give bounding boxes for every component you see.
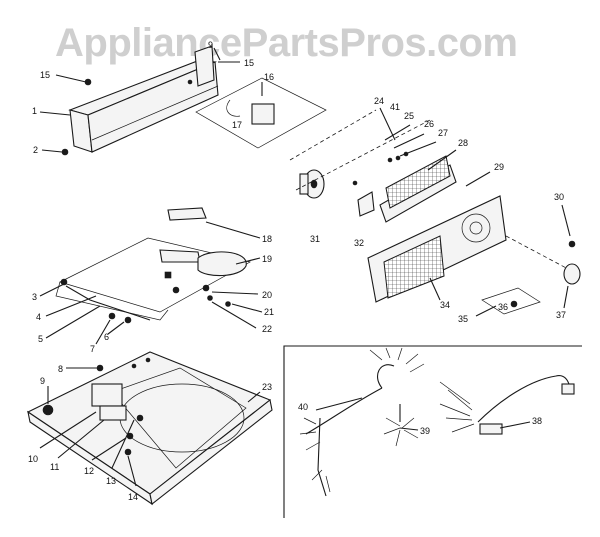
callout-2: 2: [33, 145, 38, 155]
callout-14: 14: [128, 492, 138, 502]
callout-7: 7: [90, 344, 95, 354]
callout-39: 39: [420, 426, 430, 436]
callout-23: 23: [262, 382, 272, 392]
callout-9a: 9: [208, 40, 213, 50]
callout-19: 19: [262, 254, 272, 264]
callout-18: 18: [262, 234, 272, 244]
callout-15a: 15: [40, 70, 50, 80]
callout-32: 32: [354, 238, 364, 248]
callout-6: 6: [104, 332, 109, 342]
watermark-text: AppliancePartsPros.com: [55, 21, 518, 65]
callout-38: 38: [532, 416, 542, 426]
callout-3: 3: [32, 292, 37, 302]
top-cover-and-lid: [39, 207, 263, 345]
callout-28: 28: [458, 138, 468, 148]
wiring-harness-box: [283, 345, 582, 518]
callout-31: 31: [310, 234, 320, 244]
callout-10: 10: [28, 454, 38, 464]
callout-11: 11: [50, 462, 59, 472]
callout-36: 36: [498, 302, 508, 312]
callout-37: 37: [556, 310, 566, 320]
control-panel-cluster: [289, 107, 491, 223]
back-panel: [367, 195, 571, 303]
tub-top: [26, 351, 273, 506]
callout-8: 8: [58, 364, 63, 374]
callout-17: 17: [232, 120, 242, 130]
callout-4: 4: [36, 312, 41, 322]
callout-20: 20: [262, 290, 272, 300]
callout-41: 41: [390, 102, 400, 112]
callout-26: 26: [424, 119, 434, 129]
callout-34: 34: [440, 300, 450, 310]
callout-35: 35: [458, 314, 468, 324]
callout-24: 24: [374, 96, 384, 106]
callout-9b: 9: [40, 376, 45, 386]
callout-15b: 15: [244, 58, 254, 68]
callout-30: 30: [554, 192, 564, 202]
timer-assembly: [195, 77, 327, 149]
callout-21: 21: [264, 307, 274, 317]
callout-29: 29: [494, 162, 504, 172]
callout-27: 27: [438, 128, 448, 138]
callout-1: 1: [32, 106, 37, 116]
callout-12: 12: [84, 466, 94, 476]
control-console: [39, 45, 240, 156]
callout-16: 16: [264, 72, 274, 82]
bracket-and-motor: [475, 204, 581, 317]
callout-13: 13: [106, 476, 116, 486]
callout-25: 25: [404, 111, 414, 121]
callout-22: 22: [262, 324, 272, 334]
callout-5: 5: [38, 334, 43, 344]
callout-40: 40: [298, 402, 308, 412]
